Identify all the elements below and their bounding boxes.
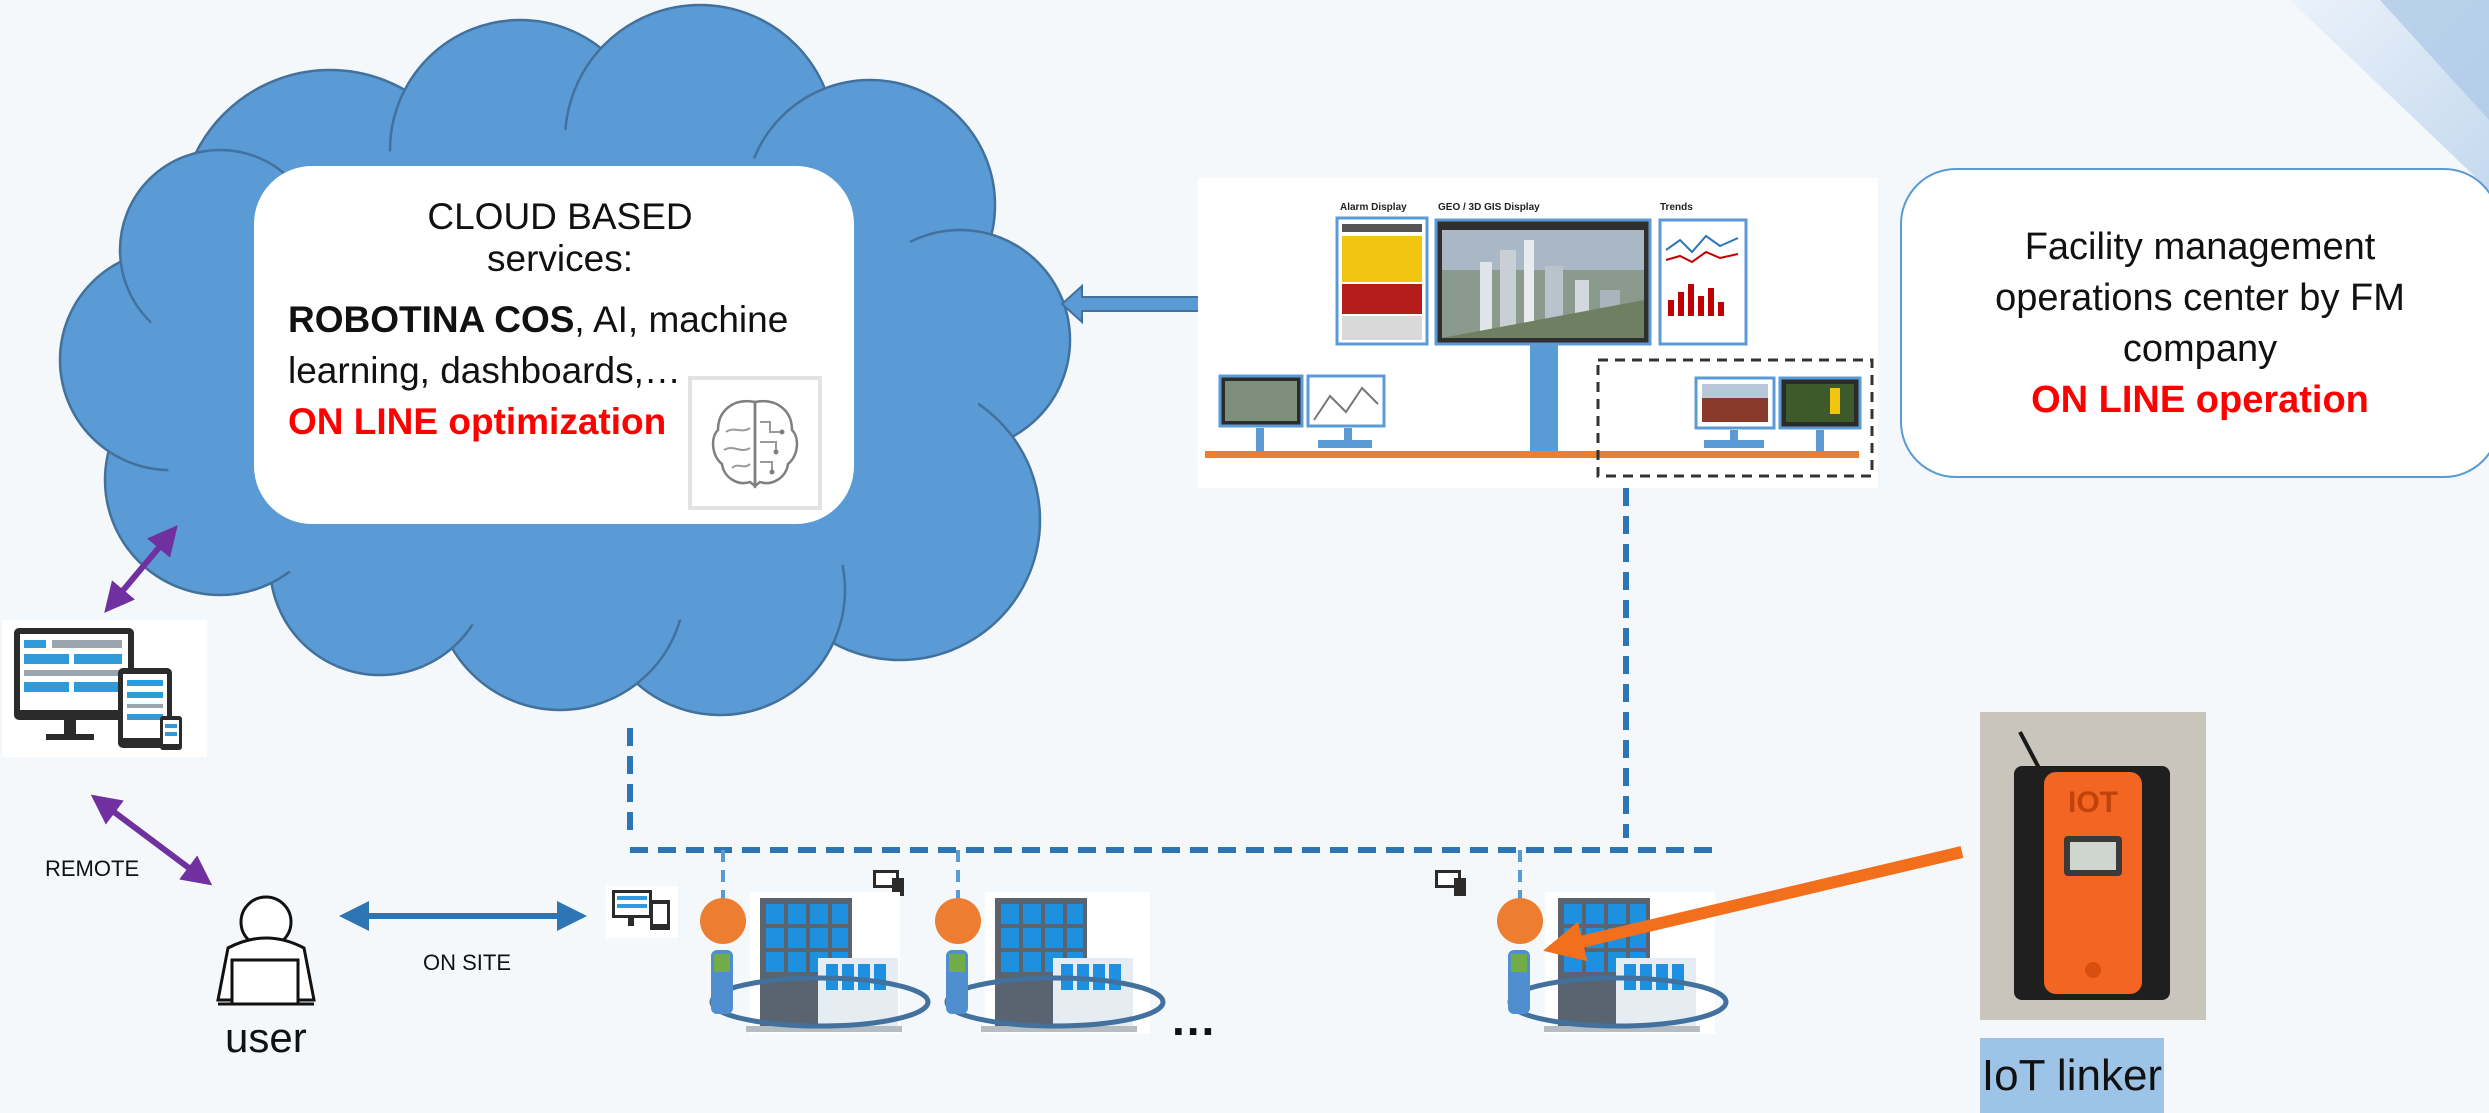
user-icon	[216, 895, 316, 1006]
gis-display-label: GEO / 3D GIS Display	[1438, 202, 1540, 213]
ellipsis-label: ...	[1172, 993, 1217, 1045]
network-lines	[627, 488, 1720, 902]
iot-device-text: IOT	[2068, 786, 2118, 819]
fm-line-3: company	[2122, 328, 2278, 370]
right-monitors	[1694, 376, 1862, 452]
alarm-display-label: Alarm Display	[1340, 202, 1407, 213]
on-site-label: ON SITE	[423, 950, 512, 975]
remote-arrow-cloud	[104, 525, 178, 613]
building-group-3	[1497, 892, 1729, 1034]
operations-center-image	[1198, 178, 1878, 488]
gis-display-panel	[1434, 218, 1652, 346]
corner-decoration	[2290, 0, 2489, 190]
fm-line-2: operations center by FM	[1995, 277, 2405, 319]
brain-icon	[688, 376, 822, 510]
remote-devices-icon	[2, 620, 207, 757]
left-monitors	[1218, 374, 1386, 452]
cloud-services-title: CLOUD BASED services:	[427, 196, 693, 279]
fm-line-1: Facility management	[2024, 226, 2376, 268]
iot-linker-label: IoT linker	[1980, 1038, 2164, 1113]
building-devices-icon-1	[873, 870, 904, 896]
online-operation-label: ON LINE operation	[2031, 379, 2369, 421]
building-group-2	[935, 892, 1166, 1034]
alarm-display-panel	[1335, 216, 1429, 346]
building-devices-icon-2	[1435, 870, 1466, 896]
fm-company-dashed-box	[1596, 358, 1874, 478]
iot-arrow	[1543, 846, 1964, 962]
iot-device-photo	[1980, 712, 2206, 1020]
fm-operations-text: Facility management operations center by…	[1900, 222, 2489, 426]
robotina-cos-label: ROBOTINA COS	[288, 299, 575, 340]
remote-arrow-user	[90, 794, 213, 886]
online-optimization-label: ON LINE optimization	[288, 401, 667, 442]
fm-operations-box	[1900, 168, 2489, 478]
cloud-services-list: , AI, machine learning, dashboards,…	[288, 299, 789, 391]
ops-panel-labels: Alarm Display GEO / 3D GIS Display Trend…	[1340, 202, 1693, 213]
user-label: user	[225, 1014, 307, 1061]
cloud-services-description: ROBOTINA COS, AI, machine learning, dash…	[288, 294, 828, 447]
trends-label: Trends	[1660, 202, 1693, 213]
building-group-1	[700, 892, 931, 1034]
trends-panel	[1658, 218, 1748, 346]
remote-label: REMOTE	[45, 856, 140, 881]
local-devices-icon	[606, 886, 678, 938]
